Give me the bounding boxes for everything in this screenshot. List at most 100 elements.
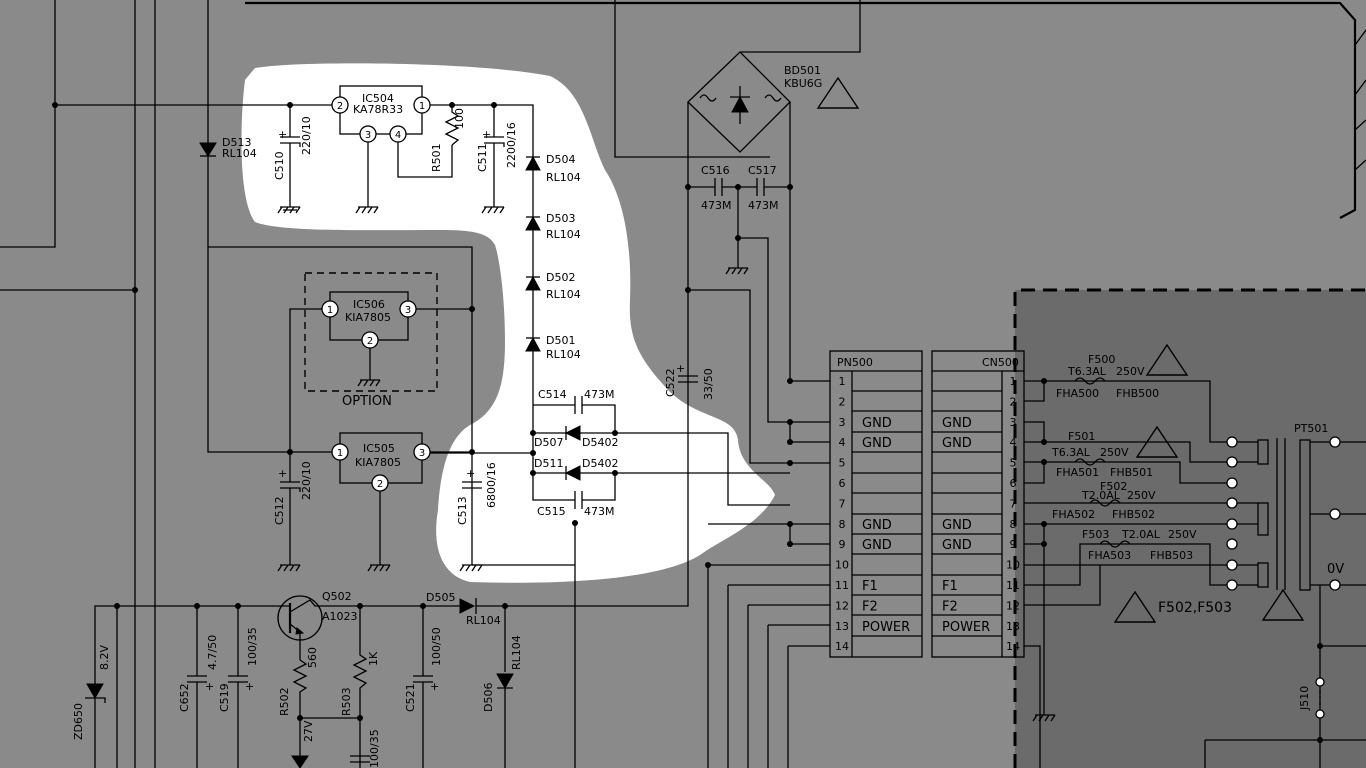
ic504-regulator: 2 1 3 4 IC504 KA78R33 [280,85,534,415]
svg-text:+: + [245,680,254,693]
svg-text:FHB503: FHB503 [1150,549,1193,562]
svg-text:F500: F500 [1088,353,1115,366]
warning-icon [816,76,860,109]
svg-text:473M: 473M [748,199,779,212]
svg-text:D5402: D5402 [582,436,618,449]
svg-text:F501: F501 [1068,430,1095,443]
svg-text:FHB501: FHB501 [1110,466,1153,479]
svg-text:2: 2 [337,101,343,112]
svg-text:RL104: RL104 [546,288,581,301]
svg-text:F502,F503: F502,F503 [1158,600,1232,616]
cn500-pin-number: 4 [1010,436,1017,449]
svg-text:473M: 473M [584,505,615,518]
cn500-pin-number: 7 [1010,497,1017,510]
pn500-pin-number: 6 [839,477,846,490]
svg-text:27V: 27V [302,720,315,742]
svg-text:RL104: RL104 [222,147,257,160]
svg-text:2: 2 [377,479,383,490]
pn500-pin-number: 14 [835,640,849,653]
svg-text:T2.0AL: T2.0AL [1081,489,1121,502]
warning-icon [1135,425,1179,458]
pn500-pin-number: 12 [835,599,849,612]
svg-text:220/10: 220/10 [300,461,313,500]
svg-text:T6.3AL: T6.3AL [1051,446,1091,459]
svg-text:3: 3 [419,448,425,459]
svg-text:PT501: PT501 [1294,422,1328,435]
svg-text:C652: C652 [178,683,191,712]
diode-stack [525,155,541,352]
svg-text:OPTION: OPTION [342,394,392,409]
svg-text:0V: 0V [1327,562,1344,577]
pn500-pin-number: 5 [839,457,846,470]
pn500-pin-label: F2 [862,599,878,614]
cn500-pin-label: F1 [942,579,958,594]
svg-text:C522: C522 [664,368,677,397]
junction-dots [52,102,1323,743]
svg-text:IC504: IC504 [362,92,394,105]
transformer-terminals [1204,436,1366,768]
svg-text:FHB500: FHB500 [1116,387,1159,400]
svg-text:C511: C511 [476,143,489,172]
cn500-pin-label: F2 [942,599,958,614]
svg-text:+: + [466,467,475,480]
svg-text:250V: 250V [1168,528,1197,541]
pn500-pin-number: 13 [835,620,849,633]
pn500-pin-number: 11 [835,579,849,592]
svg-text:IC505: IC505 [363,442,395,455]
svg-text:4: 4 [395,130,401,141]
cn500-pin-number: 6 [1010,477,1017,490]
pn500-pin-label: GND [862,416,892,431]
svg-text:Q502: Q502 [322,590,352,603]
svg-text:1K: 1K [367,651,380,666]
svg-text:T6.3AL: T6.3AL [1067,365,1107,378]
svg-text:RL104: RL104 [546,171,581,184]
warning-icon [1113,590,1157,623]
svg-text:D513: D513 [222,136,251,149]
cn500-pin-number: 1 [1010,375,1017,388]
module-border [1013,288,1366,768]
svg-text:D501: D501 [546,334,575,347]
cn500-pin-number: 5 [1010,457,1017,470]
svg-text:D5402: D5402 [582,457,618,470]
svg-text:FHA502: FHA502 [1052,508,1095,521]
svg-text:C517: C517 [748,164,777,177]
svg-text:250V: 250V [1116,365,1145,378]
pn500-pin-number: 7 [839,497,846,510]
svg-text:D507: D507 [534,436,563,449]
svg-text:FHA501: FHA501 [1056,466,1099,479]
pn500-left-wiring [707,422,830,768]
svg-text:C515: C515 [537,505,566,518]
cn500-pin-label: GND [942,538,972,553]
cn500-pin-label: GND [942,416,972,431]
rectifier-block [429,396,790,768]
svg-text:D503: D503 [546,212,575,225]
dark-module-region [1015,290,1366,768]
pn500-pin-number: 4 [839,436,846,449]
svg-text:473M: 473M [584,388,615,401]
svg-text:1: 1 [419,101,425,112]
svg-text:FHA500: FHA500 [1056,387,1099,400]
svg-text:RL104: RL104 [546,348,581,361]
pn500-pin-label: GND [862,436,892,451]
cn500-pin-number: 2 [1010,395,1017,408]
svg-text:+: + [278,128,287,141]
cn500-pin-number: 12 [1006,599,1020,612]
svg-text:1: 1 [337,448,343,459]
pn500-pin-number: 10 [835,559,849,572]
pn500-connector [829,350,923,658]
ic505-regulator: 1 3 2 IC505 KIA7805 [207,247,575,566]
svg-text:C512: C512 [273,496,286,525]
svg-text:ZD650: ZD650 [72,703,85,740]
svg-text:RL104: RL104 [546,228,581,241]
svg-text:3: 3 [405,305,411,316]
svg-text:250V: 250V [1127,489,1156,502]
svg-text:3: 3 [365,130,371,141]
cn500-connector [931,350,1025,658]
svg-text:RL104: RL104 [510,635,523,670]
svg-text:560: 560 [306,647,319,668]
pn500-pin-label: GND [862,538,892,553]
pn500-pin-number: 9 [839,538,846,551]
svg-text:D504: D504 [546,153,575,166]
